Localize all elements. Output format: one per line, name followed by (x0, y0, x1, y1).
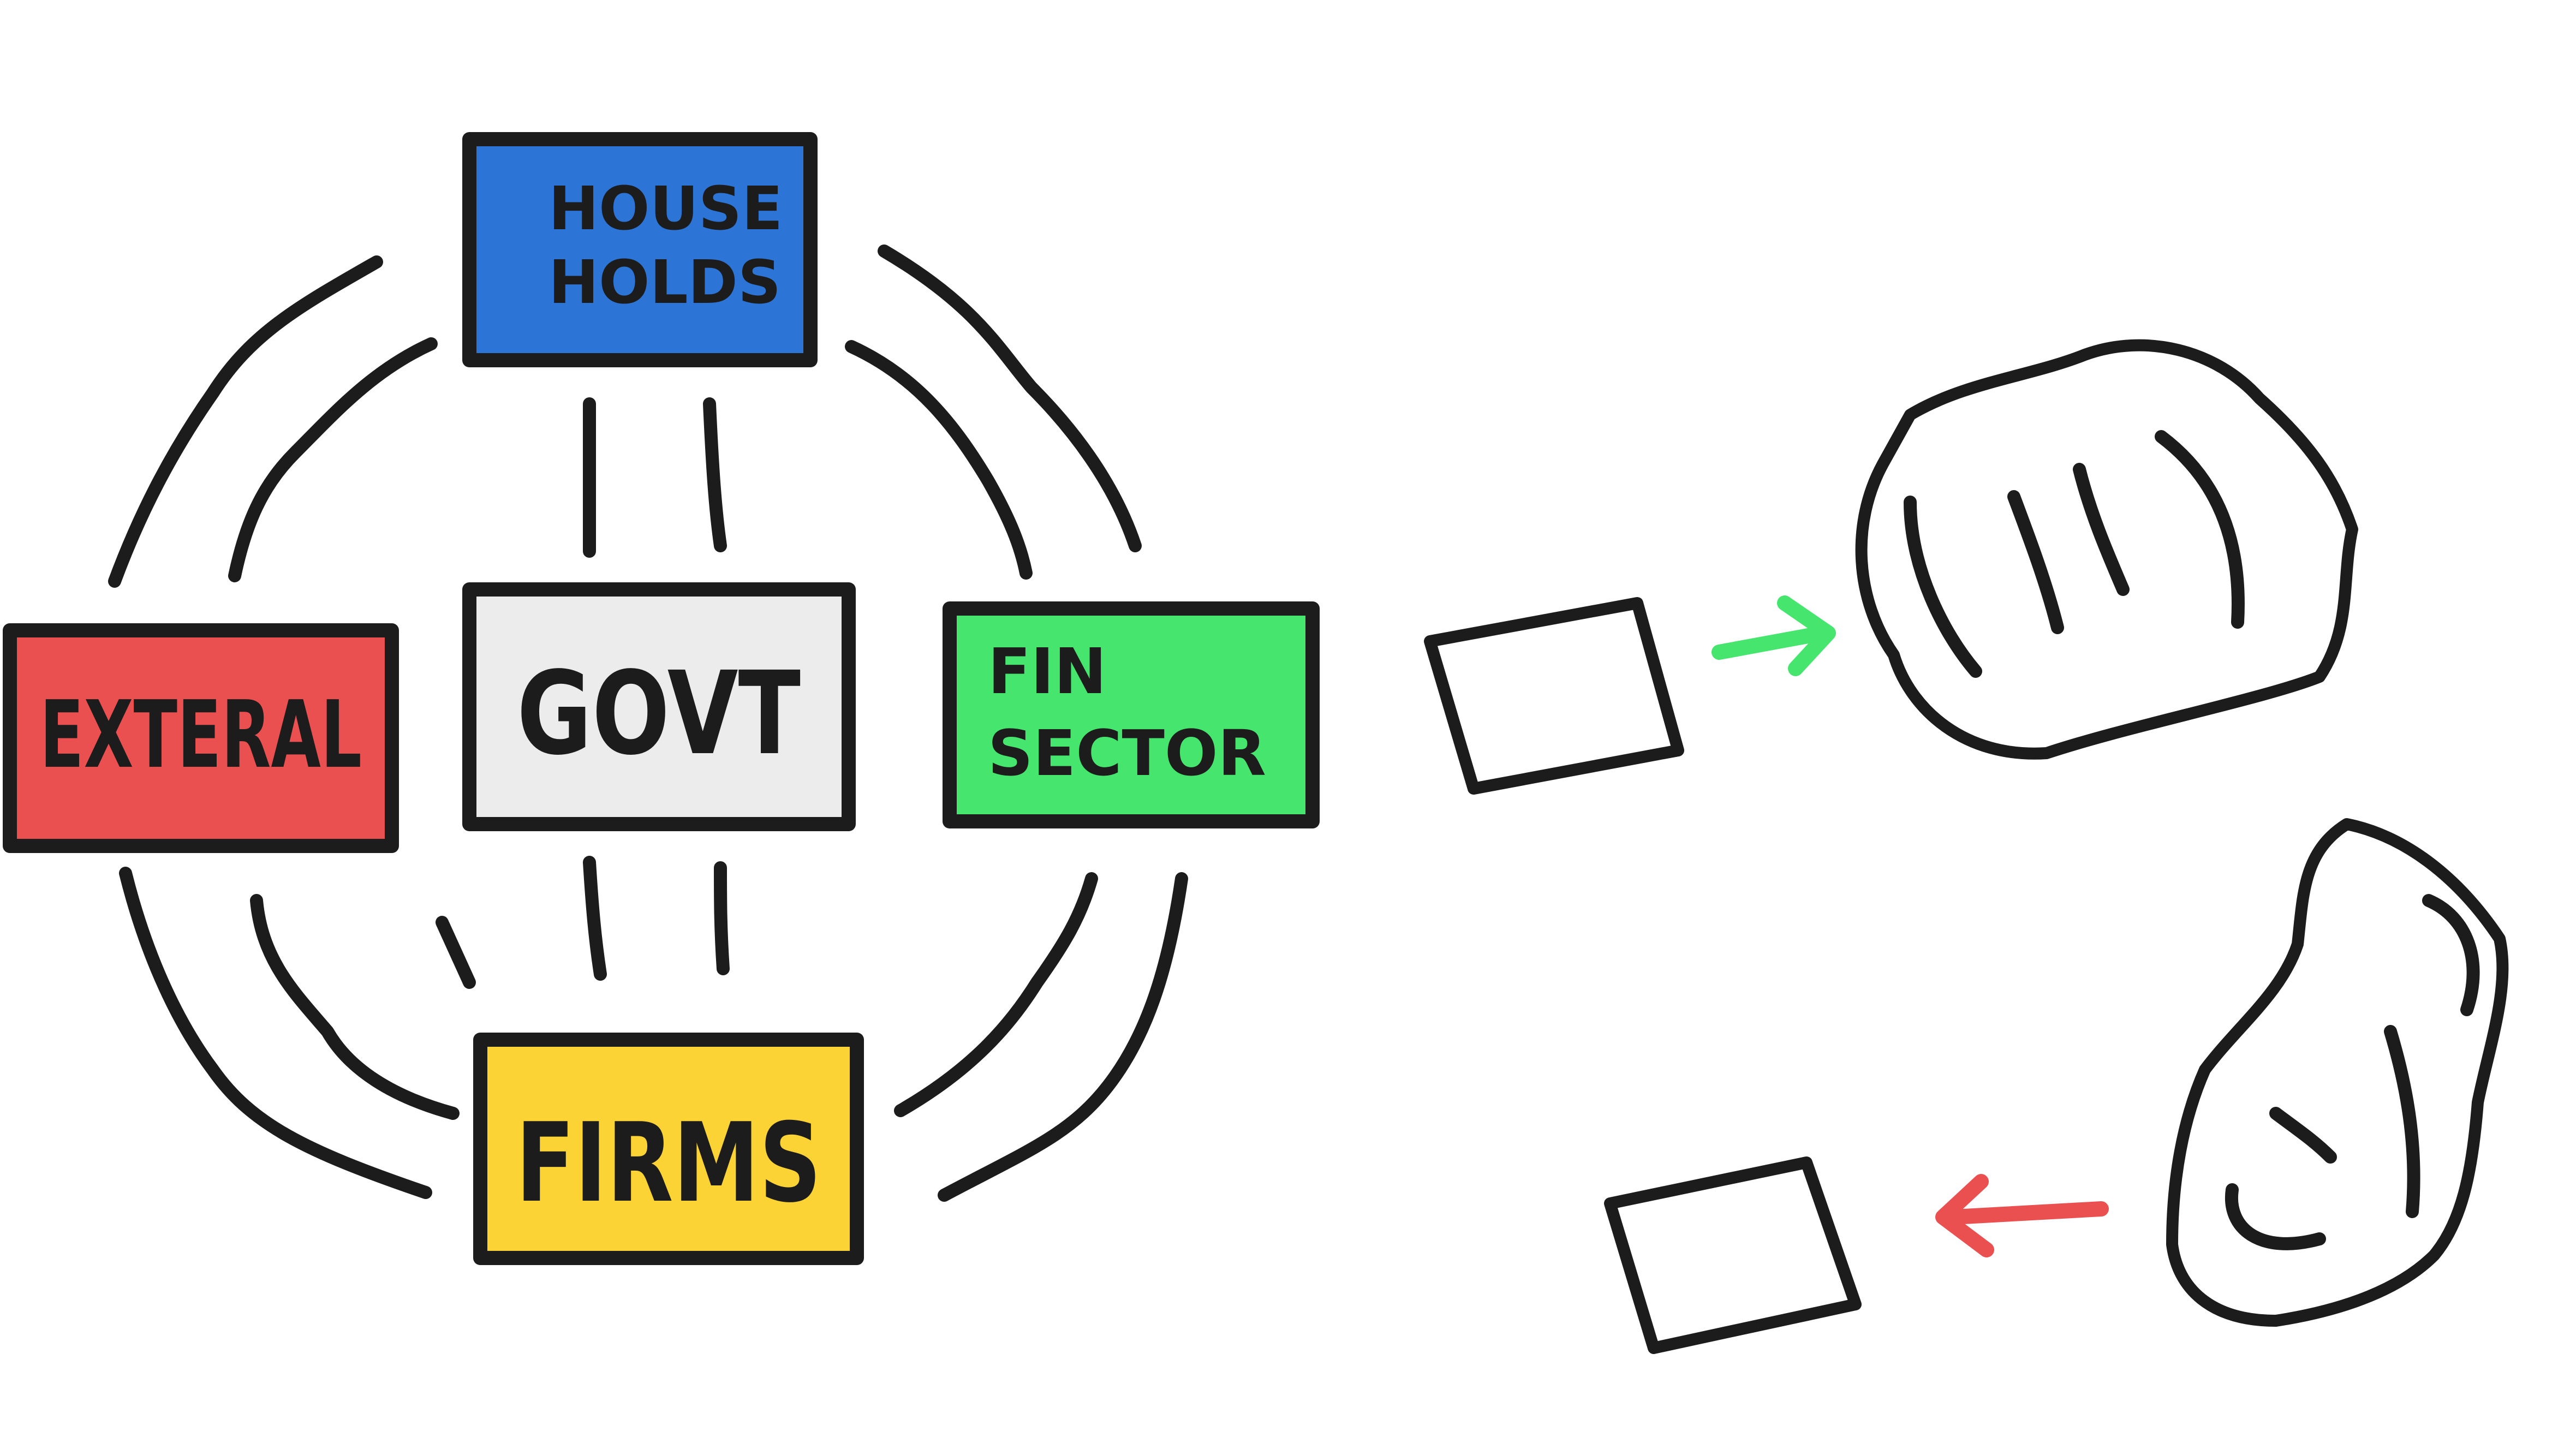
economy-blob-injections (1855, 339, 2358, 760)
economy-blob-leakages (2166, 818, 2509, 1327)
stroke-mark (436, 916, 476, 989)
arrow-fin-to-households (878, 245, 1142, 552)
firms-box (473, 1033, 864, 1265)
injections-arrow (1712, 595, 1836, 676)
arrow-fin-to-firms (938, 872, 1188, 1202)
govt-box (462, 582, 856, 831)
households-node: HOUSE HOLDS (462, 132, 818, 367)
leakages-group (1604, 818, 2509, 1354)
arrow-external-to-households (108, 255, 383, 588)
households-box (462, 132, 818, 367)
external-box (3, 623, 399, 853)
arrow-govt-to-firms (583, 856, 607, 981)
injections-group (1424, 339, 2358, 795)
govt-label: GOVT (517, 647, 801, 780)
arrow-households-to-govt (703, 397, 727, 552)
arrow-external-to-firms (119, 867, 432, 1199)
govt-node: GOVT (462, 582, 856, 831)
arrow-firms-to-govt (714, 861, 730, 975)
fin-sector-box (943, 601, 1320, 828)
external-label: EXTERAL (40, 681, 362, 789)
flow-arrows (108, 245, 1188, 1202)
arrow-firms-to-external (250, 894, 460, 1120)
arrow-firms-to-fin (894, 872, 1098, 1117)
arrow-households-to-fin (845, 340, 1033, 580)
arrow-households-to-external (228, 337, 438, 582)
households-label-line2: HOLDS (548, 247, 781, 317)
fin-sector-label-line2: SECTOR (988, 717, 1266, 790)
firms-node: FIRMS (473, 1033, 864, 1265)
injections-bill (1424, 597, 1684, 795)
leakages-arrow (1935, 1174, 2109, 1257)
external-node: EXTERAL (3, 623, 399, 853)
fin-sector-node: FIN SECTOR (943, 601, 1320, 828)
households-label-line1: HOUSE (548, 174, 783, 243)
leakages-bill (1604, 1156, 1862, 1354)
firms-label: FIRMS (516, 1100, 821, 1227)
fin-sector-label-line1: FIN (988, 635, 1107, 708)
